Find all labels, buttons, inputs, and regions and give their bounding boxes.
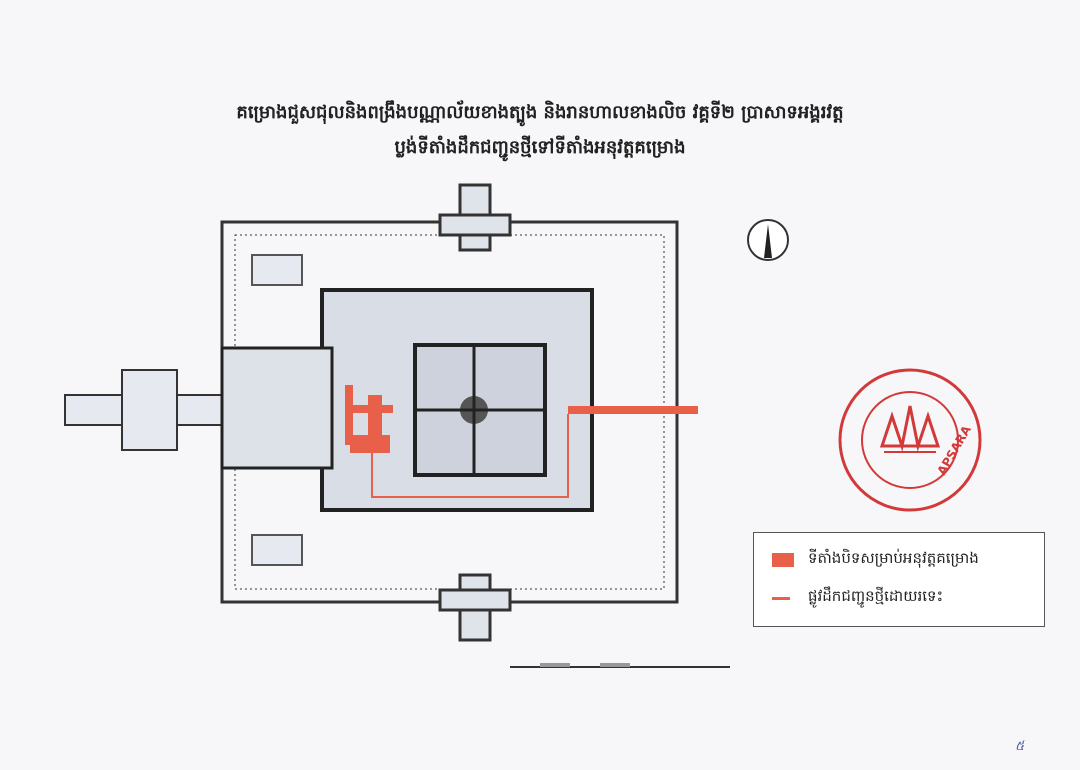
legend: ទីតាំងបិទសម្រាប់អនុវត្តគម្រោង ផ្លូវដឹកជញ…: [753, 532, 1045, 627]
transport-route: [371, 414, 569, 498]
svg-text:APSARA: APSARA: [934, 423, 974, 478]
legend-label: ទីតាំងបិទសម្រាប់អនុវត្តគម្រោង: [808, 549, 979, 567]
north-arrow-icon: [747, 219, 789, 261]
apsara-seal: APSARA: [838, 368, 982, 512]
route-swatch: [772, 596, 790, 600]
document-subtitle: ប្លង់ទីតាំងដឹកជញ្ជូនថ្មីទៅទីតាំងអនុវត្តគ…: [394, 137, 686, 158]
western-causeway: [64, 369, 226, 451]
document-title: គម្រោងជួសជុលនិងពង្រឹងបណ្ណាល័យខាងត្បូង និ…: [236, 102, 844, 123]
scale-bar: [510, 663, 730, 668]
gopuras: [438, 183, 512, 642]
legend-item-route: ផ្លូវដឹកជញ្ជូនថ្មីដោយរទេះ: [772, 587, 943, 609]
legend-label: ផ្លូវដឹកជញ្ជូនថ្មីដោយរទេះ: [808, 587, 944, 605]
closed-area: [345, 385, 698, 453]
closed-area-swatch: [772, 553, 794, 567]
legend-item-closed-area: ទីតាំងបិទសម្រាប់អនុវត្តគម្រោង: [772, 549, 979, 571]
central-complex: [220, 288, 594, 512]
page-mark: ៥: [1015, 739, 1025, 754]
libraries: [251, 254, 303, 566]
